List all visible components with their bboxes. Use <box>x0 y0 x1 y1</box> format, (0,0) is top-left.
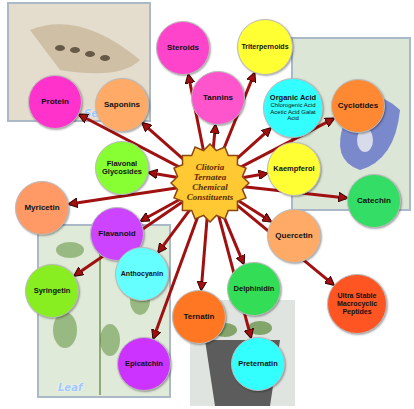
constituent-name: Flavanoid <box>98 230 135 239</box>
radial-arrow <box>150 173 177 178</box>
constituent-circle: Syringetin <box>25 264 79 318</box>
radial-arrow <box>213 126 215 149</box>
constituent-name: Tannins <box>203 94 233 103</box>
constituent-circle: Ultra Stable Macrocyclic Peptides <box>327 274 387 334</box>
constituent-circle: Preternatin <box>231 337 285 391</box>
constituent-circle: Tannins <box>191 71 245 125</box>
constituent-name: Myricetin <box>24 204 59 213</box>
constituent-name: Quercetin <box>275 232 312 241</box>
seeds <box>55 45 110 61</box>
constituent-name: Protein <box>41 98 69 107</box>
constituent-name: Anthocyanin <box>121 270 163 278</box>
constituent-name: Syringetin <box>34 287 71 295</box>
constituent-name: Triterpernoids <box>241 43 288 51</box>
constituent-name: Kaempferol <box>273 165 314 173</box>
radial-arrow <box>143 124 185 161</box>
constituent-detail: Chlorogenic Acid Acetic Acid Galat Acid <box>267 102 319 122</box>
constituent-circle: Steroids <box>156 21 210 75</box>
constituent-circle: Anthocyanin <box>115 247 169 301</box>
hub-title: Clitoria Ternatea Chemical Constituents <box>182 163 238 203</box>
constituent-circle: Triterpernoids <box>237 19 293 75</box>
constituent-name: Ternatin <box>184 313 215 322</box>
constituent-name: Saponins <box>104 101 140 110</box>
constituent-circle: Kaempferol <box>267 142 321 196</box>
constituent-name: Flavonal Glycosides <box>99 160 145 177</box>
constituent-circle: Ternatin <box>172 290 226 344</box>
radial-arrow <box>201 217 207 289</box>
constituent-circle: Saponins <box>95 78 149 132</box>
constituent-name: Steroids <box>167 44 199 53</box>
constituent-name: Epicatchin <box>125 360 163 368</box>
constituent-name: Preternatin <box>238 360 278 368</box>
constituent-name: Ultra Stable Macrocyclic Peptides <box>331 292 383 315</box>
constituent-circle: Flavonal Glycosides <box>95 141 149 195</box>
radial-arrow <box>244 174 267 178</box>
photo-label: Leaf <box>58 382 82 393</box>
constituent-name: Delphinidin <box>234 285 275 293</box>
constituent-name: Catechin <box>357 197 391 206</box>
constituent-circle: Cyclotides <box>331 79 385 133</box>
hub-starburst: Clitoria Ternatea Chemical Constituents <box>170 143 250 223</box>
constituent-circle: Delphinidin <box>227 262 281 316</box>
constituent-circle: Organic AcidChlorogenic Acid Acetic Acid… <box>263 78 323 138</box>
constituent-circle: Epicatchin <box>117 337 171 391</box>
constituent-circle: Catechin <box>347 174 401 228</box>
constituent-circle: Protein <box>28 75 82 129</box>
constituent-circle: Quercetin <box>267 209 321 263</box>
constituent-name: Organic Acid <box>270 94 316 102</box>
constituent-circle: Myricetin <box>15 181 69 235</box>
seed-pod <box>30 24 140 73</box>
constituent-name: Cyclotides <box>338 102 378 111</box>
